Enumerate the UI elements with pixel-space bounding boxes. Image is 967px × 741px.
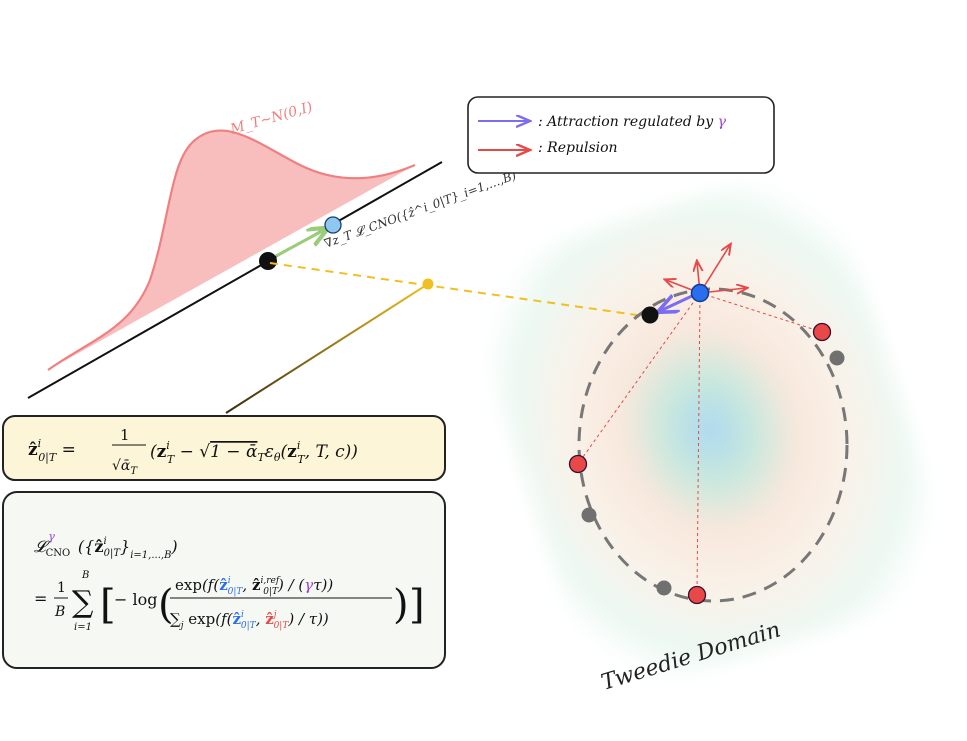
gradient-arrow [275,229,326,258]
svg-text:1: 1 [120,426,130,444]
latent-axis-line [27,161,443,399]
negative-sample-point [812,322,832,342]
tweedie-domain-region [467,165,953,695]
repulsion-links [577,292,823,596]
svg-text:(ziT − √1 − ᾱTεθ(ziT, T, c)): (ziT − √1 − ᾱTεθ(ziT, T, c)) [150,439,358,466]
dashed-mapping-line [269,262,645,317]
distribution-label: M_T∼N(0,I) [228,99,315,138]
negative-sample-point [687,585,707,605]
latent-point [259,252,277,270]
legend-attraction-text: : Attraction regulated by [538,114,718,130]
svg-text:B: B [54,604,65,620]
legend: : Attraction regulated by γ : Repulsion [467,96,775,174]
svg-text:: Attraction regulated by γ: : Attraction regulated by γ [538,114,727,130]
legend-repulsion-text: : Repulsion [538,140,618,156]
svg-text:): ) [393,582,409,628]
svg-text:i=1: i=1 [74,622,92,633]
svg-text:B: B [81,570,89,581]
attraction-arrow [660,296,693,311]
sample-circle [577,287,849,603]
updated-latent-point [324,216,342,234]
legend-gamma: γ [718,114,727,130]
reference-point [641,306,659,324]
projection-point [422,278,434,290]
projection-line [225,283,429,414]
svg-text:1: 1 [57,580,66,596]
gaussian-distribution [47,129,416,371]
other-sample-point [581,507,597,523]
anchor-sample-point [690,283,710,303]
negative-sample-point [568,454,588,474]
other-sample-point [656,580,672,596]
svg-text:∑: ∑ [72,585,94,620]
svg-text:[: [ [100,582,116,628]
svg-text:=: = [34,589,47,608]
other-sample-point [829,350,845,366]
svg-text:]: ] [409,582,425,628]
svg-text:− log: − log [114,590,157,609]
svg-text:(: ( [158,582,174,628]
